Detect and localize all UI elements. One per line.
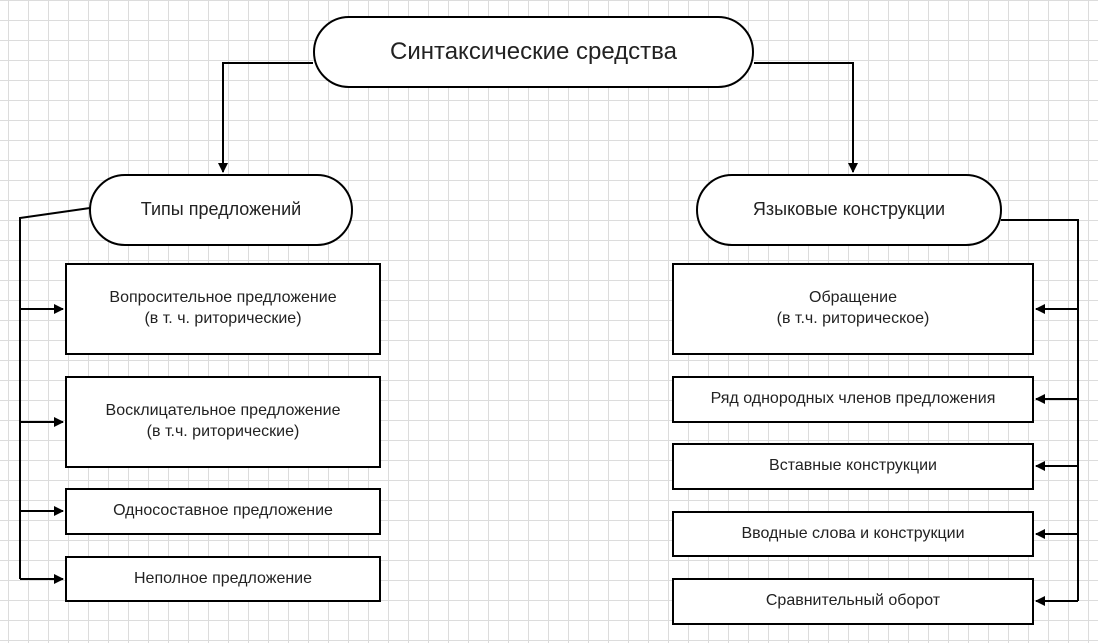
root-node: Синтаксические средства bbox=[313, 16, 754, 88]
left-item-label: Восклицательное предложение (в т.ч. рито… bbox=[105, 402, 341, 440]
category-language-constructions: Языковые конструкции bbox=[696, 174, 1002, 246]
right-item-address: Обращение (в т.ч. риторическое) bbox=[672, 263, 1034, 355]
right-item-label: Сравнительный оборот bbox=[765, 592, 941, 610]
left-bracket-line bbox=[19, 207, 91, 579]
right-bracket-line bbox=[1001, 219, 1079, 601]
left-item-incomplete: Неполное предложение bbox=[65, 556, 381, 602]
category-language-constructions-label: Языковые конструкции bbox=[752, 199, 946, 220]
right-item-inserted-constructions: Вставные конструкции bbox=[672, 443, 1034, 490]
left-item-interrogative: Вопросительное предложение (в т. ч. рито… bbox=[65, 263, 381, 355]
right-item-label: Вводные слова и конструкции bbox=[741, 524, 965, 542]
left-item-label: Неполное предложение bbox=[133, 569, 313, 587]
left-item-label: Вопросительное предложение (в т. ч. рито… bbox=[109, 289, 337, 327]
left-item-one-part: Односоставное предложение bbox=[65, 488, 381, 535]
right-item-homogeneous-members: Ряд однородных членов предложения bbox=[672, 376, 1034, 423]
category-sentence-types: Типы предложений bbox=[89, 174, 353, 246]
category-sentence-types-label: Типы предложений bbox=[140, 199, 302, 220]
right-item-label: Обращение (в т.ч. риторическое) bbox=[776, 289, 930, 327]
right-item-label: Ряд однородных членов предложения bbox=[710, 390, 996, 408]
right-item-introductory-words: Вводные слова и конструкции bbox=[672, 511, 1034, 557]
arrow-root-to-left-category bbox=[218, 62, 313, 173]
left-item-exclamatory: Восклицательное предложение (в т.ч. рито… bbox=[65, 376, 381, 468]
right-item-label: Вставные конструкции bbox=[769, 457, 937, 475]
left-item-label: Односоставное предложение bbox=[113, 502, 333, 520]
right-item-comparative-phrase: Сравнительный оборот bbox=[672, 578, 1034, 625]
arrow-root-to-right-category bbox=[754, 62, 858, 173]
root-node-label: Синтаксические средства bbox=[389, 38, 677, 66]
